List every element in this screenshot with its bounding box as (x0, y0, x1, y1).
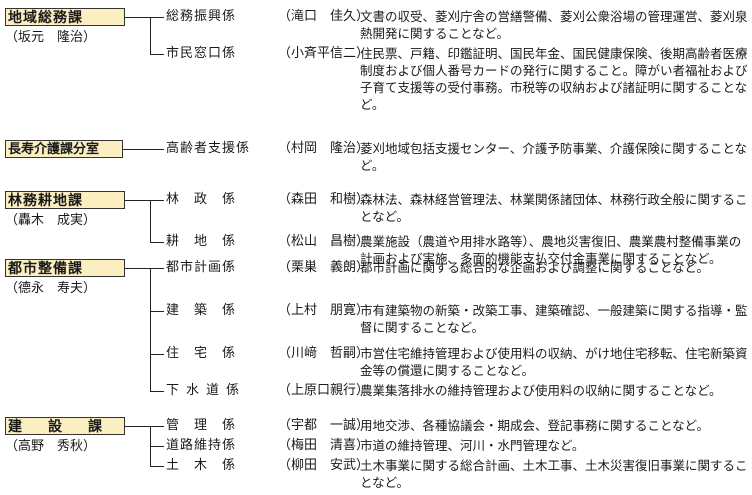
department-chief: （轟木 成実） (5, 213, 97, 228)
connector-line (125, 426, 150, 427)
section-name: 管 理 係 (166, 418, 237, 433)
branch-line (150, 54, 164, 55)
branch-line (150, 426, 164, 427)
section-row: 市民窓口係 （小斉平信二） (166, 45, 369, 63)
trunk-line (150, 17, 151, 55)
section-duties: 文書の収受、菱刈庁舎の営繕警備、菱刈公衆浴場の管理運営、菱刈泉熱開発に関すること… (360, 9, 748, 41)
section-name: 土 木 係 (166, 458, 237, 473)
section-row: 都市計画係 （栗巣 義朗） (166, 259, 369, 277)
branch-line (150, 391, 164, 392)
section-duties: 農業施設（農道や用排水路等）、農地災害復旧、農業農村整備事業の計画および実施、多… (360, 234, 742, 266)
branch-line (150, 17, 164, 18)
branch-line (150, 311, 164, 312)
section-name: 道路維持係 (166, 438, 237, 453)
section-duties: 市営住宅維持管理および使用料の収納、がけ地住宅移転、住宅新築資金等の償還に関する… (360, 346, 748, 378)
branch-line (150, 446, 164, 447)
department-name: 都市整備課 (5, 259, 125, 277)
section-head: （森田 和樹） (278, 192, 370, 207)
section-row: 林 政 係 （森田 和樹） (166, 191, 369, 209)
section-head: （小斉平信二） (278, 46, 370, 61)
section-name: 耕 地 係 (166, 234, 237, 249)
section-head: （松山 昌樹） (278, 234, 370, 249)
section-duties: 市有建築物の新築・改築工事、建築確認、一般建築に関する指導・監督に関することなど… (360, 303, 748, 335)
trunk-line (150, 268, 151, 392)
department-name: 建 設 課 (5, 417, 125, 435)
branch-line (150, 268, 164, 269)
section-head: （滝口 佳久） (278, 9, 370, 24)
section-duties: 用地交渉、各種協議会・期成会、登記事務に関することなど。 (360, 418, 710, 433)
branch-line (150, 242, 164, 243)
connector-line (125, 17, 150, 18)
section-duties: 菱刈地域包括支援センター、介護予防事業、介護保険に関することなど。 (360, 141, 748, 173)
section-duties: 市道の維持管理、河川・水門管理など。 (360, 438, 585, 453)
department-chief: （坂元 隆治） (5, 30, 97, 45)
section-row: 住 宅 係 （川﨑 哲嗣） (166, 345, 369, 363)
section-head: （上村 朋寛） (278, 303, 370, 318)
branch-line (150, 200, 164, 201)
department-name: 長寿介護課分室 (5, 140, 123, 158)
section-name: 建 築 係 (166, 303, 237, 318)
section-row: 土 木 係 （柳田 安武） (166, 457, 369, 475)
section-duties: 森林法、森林経営管理法、林業関係諸団体、林務行政全般に関することなど。 (360, 192, 748, 224)
department-chief: （德永 寿夫） (5, 281, 97, 296)
section-row: 高齢者支援係 （村岡 隆治） (166, 140, 369, 158)
section-head: （宇都 一誠） (278, 418, 370, 433)
section-row: 下水道係 （上原口親行） (166, 382, 369, 400)
connector-line (123, 149, 150, 150)
section-row: 総務振興係 （滝口 佳久） (166, 8, 369, 26)
section-head: （村岡 隆治） (278, 141, 370, 156)
section-head: （梅田 清喜） (278, 438, 370, 453)
connector-line (125, 200, 150, 201)
section-head: （川﨑 哲嗣） (278, 346, 370, 361)
section-row: 管 理 係 （宇都 一誠） (166, 417, 369, 435)
section-name: 住 宅 係 (166, 346, 237, 361)
section-name: 林 政 係 (166, 192, 237, 207)
section-duties: 住民票、戸籍、印鑑証明、国民年金、国民健康保険、後期高齢者医療制度および個人番号… (360, 46, 748, 112)
section-name: 都市計画係 (166, 260, 237, 275)
section-head: （柳田 安武） (278, 458, 370, 473)
section-row: 建 築 係 （上村 朋寛） (166, 302, 369, 320)
section-duties: 農業集落排水の維持管理および使用料の収納に関することなど。 (360, 383, 722, 398)
section-row: 道路維持係 （梅田 清喜） (166, 437, 369, 455)
section-duties: 都市計画に関する総合的な企画および調整に関することなど。 (360, 260, 710, 275)
section-name: 市民窓口係 (166, 46, 237, 61)
section-name: 下水道係 (166, 383, 247, 398)
department-name: 地域総務課 (5, 8, 125, 26)
section-duties: 土木事業に関する総合計画、土木工事、土木災害復旧事業に関することなど。 (360, 458, 748, 490)
trunk-line (150, 200, 151, 243)
section-head: （栗巣 義朗） (278, 260, 370, 275)
branch-line (150, 466, 164, 467)
section-row: 耕 地 係 （松山 昌樹） (166, 233, 369, 251)
connector-line (125, 268, 150, 269)
department-name: 林務耕地課 (5, 191, 125, 209)
section-name: 総務振興係 (166, 9, 237, 24)
section-name: 高齢者支援係 (166, 141, 251, 156)
department-chief: （高野 秀秋） (5, 439, 97, 454)
branch-line (150, 354, 164, 355)
section-head: （上原口親行） (278, 383, 370, 398)
branch-line (150, 149, 164, 150)
